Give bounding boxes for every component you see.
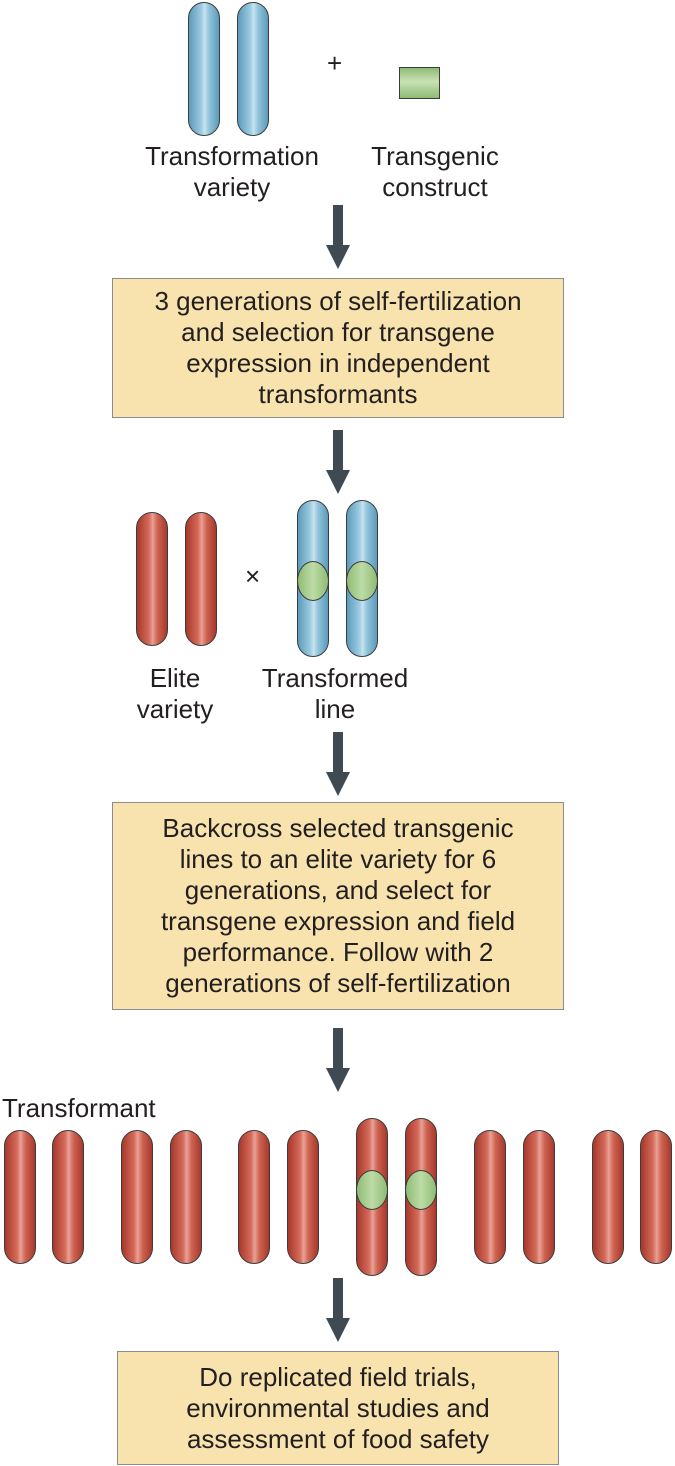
step-2-text: Backcross selected transgenic lines to a… [160, 813, 516, 998]
transgene-insert [357, 1170, 387, 1210]
flow-arrow-3 [326, 732, 350, 796]
elite-variety-chromosome-left [136, 512, 168, 646]
transformant-chromosome [592, 1130, 624, 1264]
transformant-chromosome [52, 1130, 84, 1264]
transformant-chromosome-with-transgene [405, 1118, 437, 1276]
transformant-chromosome [287, 1130, 319, 1264]
elite-variety-label: Elite variety [136, 663, 214, 724]
transgenic-construct-block [399, 67, 440, 99]
transformation-variety-chromosome-right [237, 2, 269, 136]
step-3-text: Do replicated field trials, environmenta… [186, 1361, 490, 1454]
transformant-chromosome [474, 1130, 506, 1264]
transgenic-construct-label: Transgenic construct [371, 141, 499, 202]
cross-sign: × [245, 561, 261, 591]
transformed-line-chromosome-right [346, 500, 378, 657]
flow-arrow-2 [326, 430, 350, 494]
transformant-chromosome [170, 1130, 202, 1264]
flow-arrow-4 [326, 1028, 350, 1092]
plus-sign: + [327, 48, 343, 78]
flow-arrow-5 [326, 1278, 350, 1342]
transformant-chromosome [523, 1130, 555, 1264]
transformation-variety-chromosome-left [188, 2, 220, 136]
transformant-chromosome-with-transgene [356, 1118, 388, 1276]
transformed-line-chromosome-left [297, 500, 329, 657]
elite-variety-chromosome-right [185, 512, 217, 646]
transgene-insert [406, 1170, 436, 1210]
flow-arrow-1 [326, 205, 350, 269]
transformant-chromosome [238, 1130, 270, 1264]
step-1-text: 3 generations of self-fertilization and … [154, 286, 522, 409]
transformant-chromosome [121, 1130, 153, 1264]
transformed-line-label: Transformed line [261, 663, 409, 724]
transformant-chromosome [4, 1130, 36, 1264]
transformant-label: Transformant [2, 1093, 156, 1123]
step-box-self-fertilization: 3 generations of self-fertilization and … [112, 278, 564, 418]
transformant-chromosome [640, 1130, 672, 1264]
step-box-backcross: Backcross selected transgenic lines to a… [112, 802, 564, 1010]
transgene-insert [347, 561, 377, 601]
transgene-insert [298, 561, 328, 601]
transformation-variety-label: Transformation variety [145, 141, 319, 202]
step-box-field-trials: Do replicated field trials, environmenta… [117, 1351, 559, 1465]
